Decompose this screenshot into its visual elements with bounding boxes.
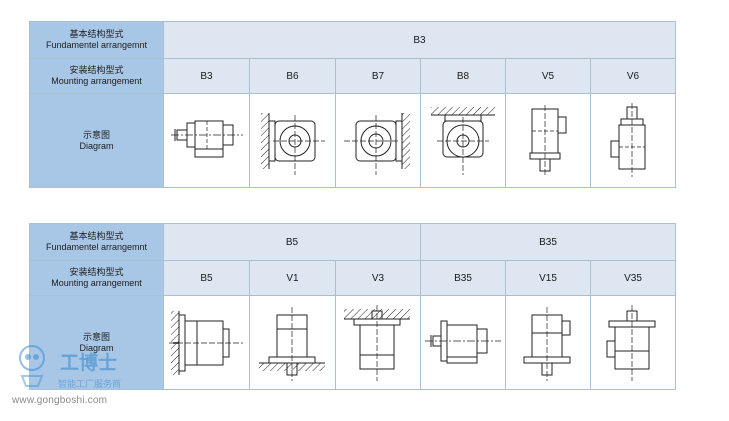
fundamental-label: 基本结构型式 Fundamentel arrangemnt <box>29 223 164 261</box>
mounting-label: 安装结构型式 Mounting arrangement <box>29 260 164 296</box>
diagram-cell-v6 <box>589 93 677 188</box>
mounting-table-1: 基本结构型式 Fundamentel arrangemnt B3 安装结构型式 … <box>29 21 677 188</box>
fundamental-label-zh: 基本结构型式 <box>69 231 124 241</box>
mounting-v3: V3 <box>334 260 422 296</box>
fundamental-label-en: Fundamentel arrangemnt <box>45 242 148 252</box>
diagram-cell-b7 <box>335 93 421 188</box>
diagram-v6 <box>610 102 646 177</box>
diagram-b7 <box>344 112 410 175</box>
mounting-label: 安装结构型式 Mounting arrangement <box>29 58 164 94</box>
diagram-cell-v3 <box>334 295 422 390</box>
diagram-v5 <box>529 104 567 177</box>
watermark-url: www.gongboshi.com <box>12 395 108 406</box>
fundamental-label-en: Fundamentel arrangemnt <box>45 40 148 50</box>
mounting-b3: B3 <box>163 58 250 94</box>
mounting-v1: V1 <box>249 260 336 296</box>
mounting-v35: V35 <box>590 260 677 296</box>
mounting-v5: V5 <box>505 58 591 94</box>
diagram-cell-b6 <box>249 93 336 188</box>
diagram-label: 示意图 Diagram <box>29 93 164 188</box>
diagram-label-zh: 示意图 <box>82 129 110 140</box>
fundamental-label: 基本结构型式 Fundamentel arrangemnt <box>29 21 164 59</box>
diagram-label: 示意图 Diagram <box>29 295 164 390</box>
mounting-table-2: 基本结构型式 Fundamentel arrangemnt B5 B35 安装结… <box>29 223 677 390</box>
group-b3: B3 <box>162 21 677 59</box>
mounting-b7: B7 <box>335 58 421 94</box>
fundamental-row: 基本结构型式 Fundamentel arrangemnt B5 B35 <box>29 223 677 261</box>
mounting-v15: V15 <box>505 260 592 296</box>
watermark-logo-text: 工博士 <box>60 351 117 374</box>
fundamental-label-zh: 基本结构型式 <box>69 29 124 39</box>
robot-mascot-icon <box>19 345 45 387</box>
diagram-b5 <box>168 310 243 375</box>
diagram-cell-b35 <box>420 295 507 390</box>
diagram-v15 <box>523 306 571 381</box>
group-b5: B5 <box>162 223 422 261</box>
diagram-label-zh: 示意图 <box>82 331 110 342</box>
diagram-cell-b8 <box>420 93 506 188</box>
diagram-cell-v5 <box>505 93 591 188</box>
diagram-row: 示意图 Diagram <box>29 93 677 188</box>
mounting-v6: V6 <box>589 58 677 94</box>
diagram-label-en: Diagram <box>79 342 114 353</box>
diagram-b6 <box>260 112 325 175</box>
diagram-v3 <box>344 304 410 381</box>
mounting-b8: B8 <box>420 58 506 94</box>
mounting-b35: B35 <box>420 260 507 296</box>
mounting-label-en: Mounting arrangement <box>51 76 142 86</box>
mounting-row: 安装结构型式 Mounting arrangement B3 B6 B7 B8 … <box>29 58 677 94</box>
diagram-cell-b5 <box>163 295 250 390</box>
diagram-b3 <box>170 120 243 157</box>
mounting-label-en: Mounting arrangement <box>51 278 142 288</box>
diagram-v35 <box>606 304 656 381</box>
diagram-cell-v35 <box>590 295 677 390</box>
mounting-b5: B5 <box>163 260 250 296</box>
watermark-logo: 工博士 智能工厂服务商 <box>19 345 121 390</box>
mounting-b6: B6 <box>249 58 336 94</box>
group-b35: B35 <box>420 223 677 261</box>
diagram-cell-v1 <box>249 295 336 390</box>
mounting-label-zh: 安装结构型式 <box>69 267 124 277</box>
diagram-v1 <box>258 306 325 381</box>
mounting-label-zh: 安装结构型式 <box>69 65 124 75</box>
diagram-b8 <box>431 106 495 175</box>
fundamental-row: 基本结构型式 Fundamentel arrangemnt B3 <box>29 21 677 59</box>
diagram-cell-v15 <box>505 295 592 390</box>
mounting-row: 安装结构型式 Mounting arrangement B5 V1 V3 B35… <box>29 260 677 296</box>
diagram-label-en: Diagram <box>79 140 114 151</box>
diagram-b35 <box>425 320 502 363</box>
diagram-cell-b3 <box>163 93 250 188</box>
watermark-logo-sub: 智能工厂服务商 <box>58 378 121 390</box>
diagram-row: 示意图 Diagram <box>29 295 677 390</box>
